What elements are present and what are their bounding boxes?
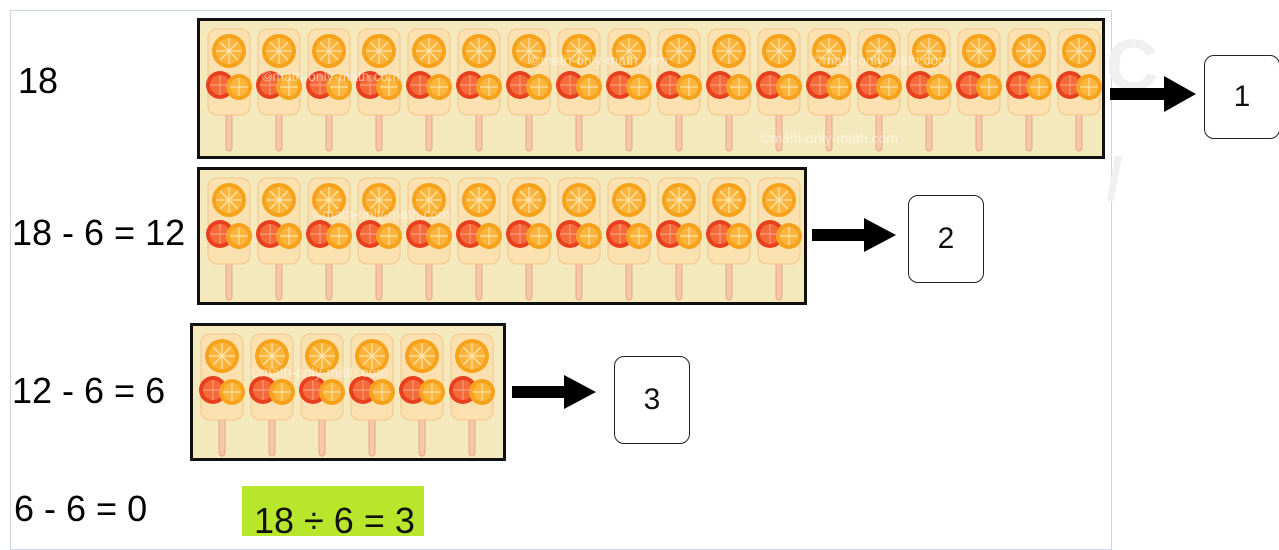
popsicle-icon <box>306 28 352 152</box>
popsicle-icon <box>506 28 552 152</box>
popsicle-icon <box>256 177 302 301</box>
popsicle-icon <box>356 177 402 301</box>
popsicle-icon <box>449 333 495 457</box>
step-count-box-1: 1 <box>1204 55 1279 139</box>
popsicle-icon <box>656 177 702 301</box>
division-result: 18 ÷ 6 = 3 <box>242 486 424 541</box>
popsicle-icon <box>806 28 852 152</box>
popsicle-icon <box>299 333 345 457</box>
popsicle-icon <box>856 28 902 152</box>
step-count-box-3: 3 <box>614 356 690 444</box>
popsicle-icon <box>606 177 652 301</box>
popsicle-icon <box>406 177 452 301</box>
popsicle-icon <box>256 28 302 152</box>
popsicle-icon <box>1006 28 1052 152</box>
popsicle-group-12 <box>197 167 807 305</box>
popsicle-icon <box>356 28 402 152</box>
popsicle-icon <box>206 177 252 301</box>
equation-row-4: 6 - 6 = 0 <box>14 488 148 529</box>
popsicle-icon <box>706 177 752 301</box>
popsicle-icon <box>399 333 445 457</box>
popsicle-icon <box>556 28 602 152</box>
popsicle-icon <box>206 28 252 152</box>
popsicle-icon <box>956 28 1002 152</box>
popsicle-icon <box>349 333 395 457</box>
popsicle-icon <box>1056 28 1102 152</box>
popsicle-icon <box>556 177 602 301</box>
popsicle-icon <box>756 28 802 152</box>
equation-row-1: 18 <box>18 60 59 101</box>
popsicle-icon <box>706 28 752 152</box>
equation-row-3: 12 - 6 = 6 <box>12 370 166 411</box>
arrow-right-icon <box>1110 76 1196 112</box>
popsicle-icon <box>756 177 802 301</box>
popsicle-icon <box>506 177 552 301</box>
popsicle-icon <box>656 28 702 152</box>
arrow-right-icon <box>812 218 896 252</box>
equation-row-2: 18 - 6 = 12 <box>12 212 186 253</box>
popsicle-icon <box>906 28 952 152</box>
popsicle-icon <box>606 28 652 152</box>
popsicle-icon <box>249 333 295 457</box>
popsicle-group-18 <box>197 18 1105 159</box>
popsicle-icon <box>456 28 502 152</box>
popsicle-group-6 <box>190 323 506 461</box>
faint-logo-mark-2: / <box>1106 146 1123 213</box>
arrow-right-icon <box>512 375 596 409</box>
step-count-box-2: 2 <box>908 195 984 283</box>
popsicle-icon <box>306 177 352 301</box>
popsicle-icon <box>456 177 502 301</box>
popsicle-icon <box>406 28 452 152</box>
popsicle-icon <box>199 333 245 457</box>
